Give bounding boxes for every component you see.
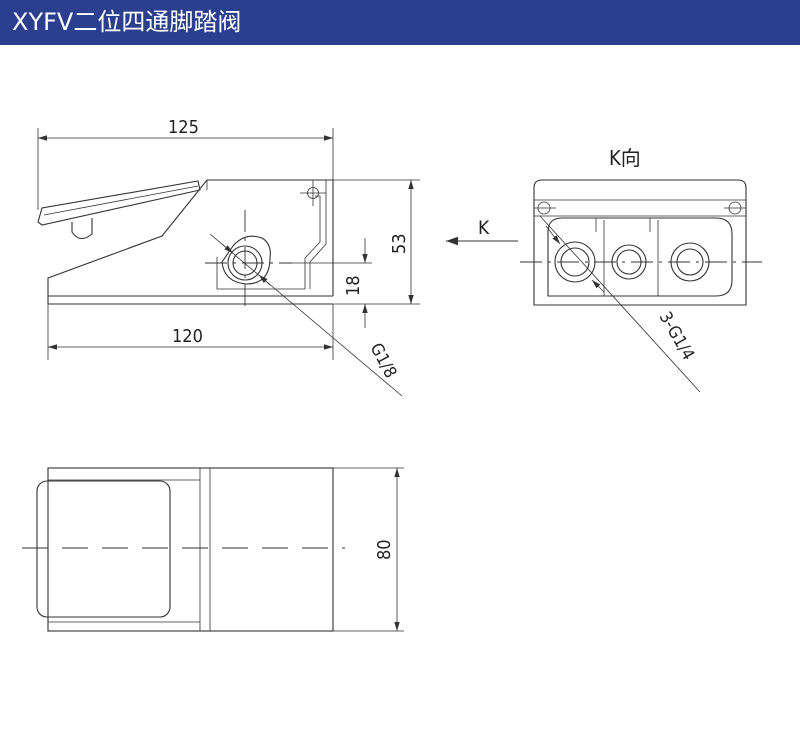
label-g18: G1/8 [366, 340, 401, 382]
dim-80: 80 [374, 539, 395, 560]
port-boss [221, 235, 271, 285]
header-bar: XYFV二位四通脚踏阀 [0, 0, 800, 45]
dim-53: 53 [389, 233, 410, 254]
k-view-title: K向 [609, 146, 641, 170]
side-view-pedal-hook [71, 218, 93, 240]
k-view-body [533, 179, 747, 306]
top-view-pedal [36, 480, 171, 618]
k-view: K向 K 3-G1/4 [446, 146, 762, 393]
side-view-body-outline [47, 179, 334, 296]
dim-18: 18 [343, 275, 364, 296]
g18-leader [209, 233, 403, 397]
k-arrow-label: K [478, 217, 490, 239]
top-view: 80 [22, 467, 404, 632]
g14-leader [539, 215, 701, 393]
top-view-body [47, 467, 334, 632]
dim-125: 125 [168, 117, 199, 138]
dim-120: 120 [172, 326, 203, 347]
label-3-g14: 3-G1/4 [655, 309, 698, 364]
side-view: G1/8 125 120 53 18 [37, 117, 420, 397]
k-port-block [547, 217, 733, 297]
technical-drawing: G1/8 125 120 53 18 K向 K [22, 117, 762, 632]
side-view-pedal [37, 180, 201, 226]
page-title: XYFV二位四通脚踏阀 [12, 8, 242, 36]
side-view-inner-profile [216, 195, 321, 290]
